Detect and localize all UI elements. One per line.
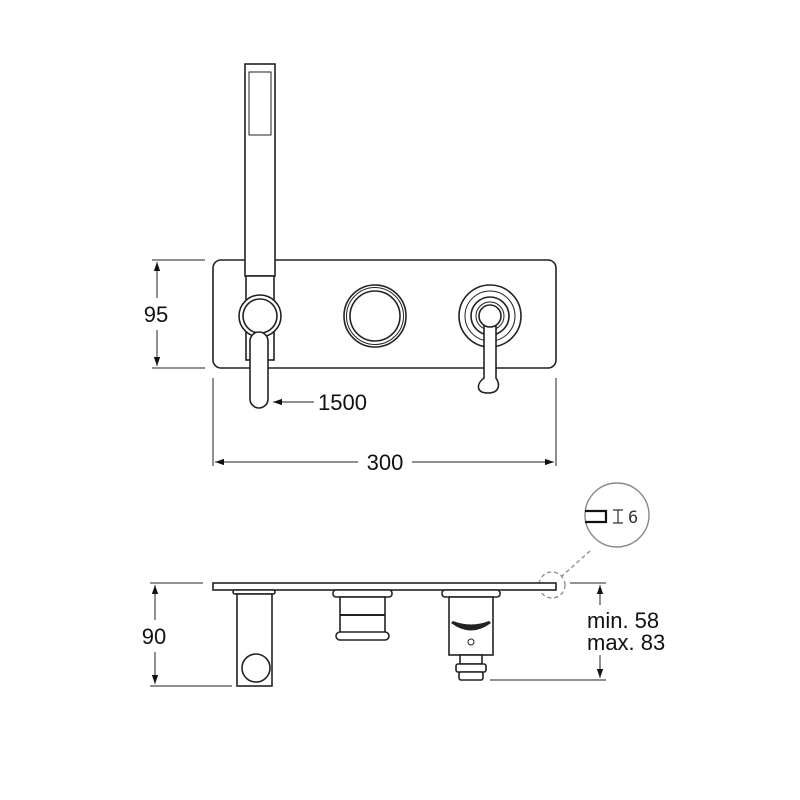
front-view: 95 1500 300	[144, 63, 557, 475]
min-depth-label: min. 58	[587, 608, 659, 633]
hose-dim-label: 1500	[318, 390, 367, 415]
wall-plate	[212, 259, 557, 369]
holder-side	[232, 589, 276, 687]
dimension-width: 300	[212, 378, 557, 475]
height-dim-label: 95	[144, 302, 168, 327]
max-depth-label: max. 83	[587, 630, 665, 655]
thickness-label: 6	[628, 508, 638, 528]
mixer-lever	[458, 284, 522, 394]
diverter-side	[332, 589, 393, 641]
depth-dim-label: 90	[142, 624, 166, 649]
dimension-installation-depth: min. 58 max. 83	[490, 582, 665, 681]
mixer-side	[441, 589, 501, 681]
shower-holder	[238, 275, 282, 409]
dimension-height: 95	[144, 259, 205, 369]
plate-thickness-detail: 6	[538, 482, 650, 599]
side-view: 90 min. 58 max. 83	[142, 582, 665, 687]
width-dim-label: 300	[367, 450, 404, 475]
hand-shower	[244, 63, 276, 277]
diverter-knob	[343, 284, 407, 348]
dimension-depth: 90	[142, 582, 232, 687]
dimension-hose: 1500	[273, 390, 367, 415]
